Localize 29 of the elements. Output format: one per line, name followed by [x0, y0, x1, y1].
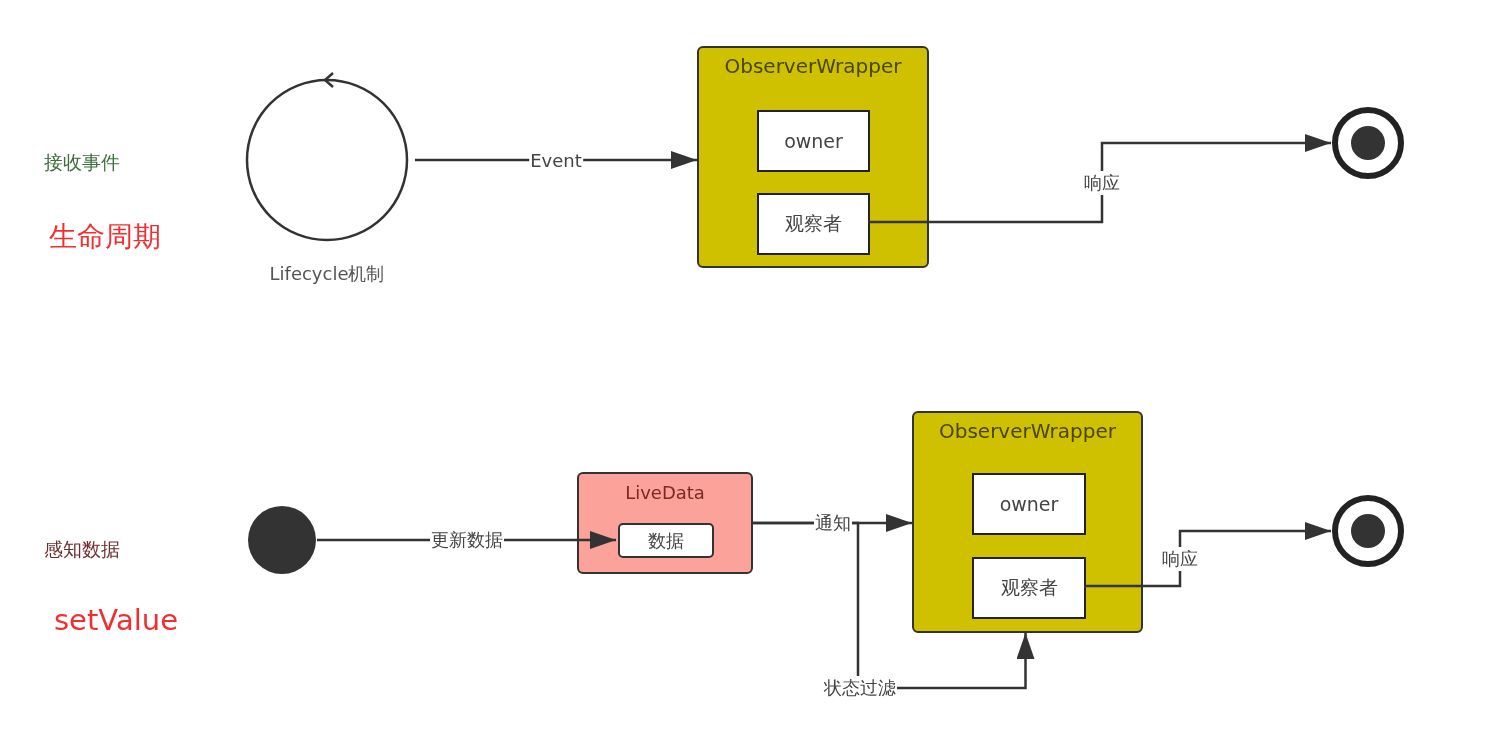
final-state-circle [1331, 494, 1405, 568]
data-box: 数据 [618, 523, 714, 558]
process-box: 观察者 [972, 557, 1086, 619]
edge-label: 通知 [813, 511, 852, 535]
edge-label: 响应 [1083, 170, 1121, 195]
side-note: 生命周期 [49, 219, 161, 255]
edge-label: 响应 [1161, 546, 1199, 571]
arrow [415, 151, 697, 169]
process-box: 观察者 [757, 193, 870, 255]
box-title: ObserverWrapper [724, 54, 902, 78]
node-caption: Lifecycle机制 [269, 262, 385, 286]
box-title: ObserverWrapper [939, 419, 1116, 443]
box-title: LiveData [625, 482, 705, 503]
arrow [1084, 522, 1331, 588]
side-note: 感知数据 [44, 537, 120, 562]
initial-state-circle [247, 505, 317, 575]
side-note: 接收事件 [44, 150, 120, 175]
arrow [317, 531, 616, 549]
wrapper-box [912, 411, 1143, 633]
process-box: owner [972, 473, 1086, 535]
edge-label: 更新数据 [429, 528, 504, 552]
arrow [753, 521, 1035, 690]
livedata-box [577, 472, 753, 574]
edge-label: 状态过滤 [823, 676, 897, 700]
arrow [868, 134, 1331, 224]
side-note: setValue [54, 603, 178, 637]
process-box: owner [757, 110, 870, 172]
final-state-circle [1331, 106, 1405, 180]
wrapper-box [697, 46, 929, 268]
